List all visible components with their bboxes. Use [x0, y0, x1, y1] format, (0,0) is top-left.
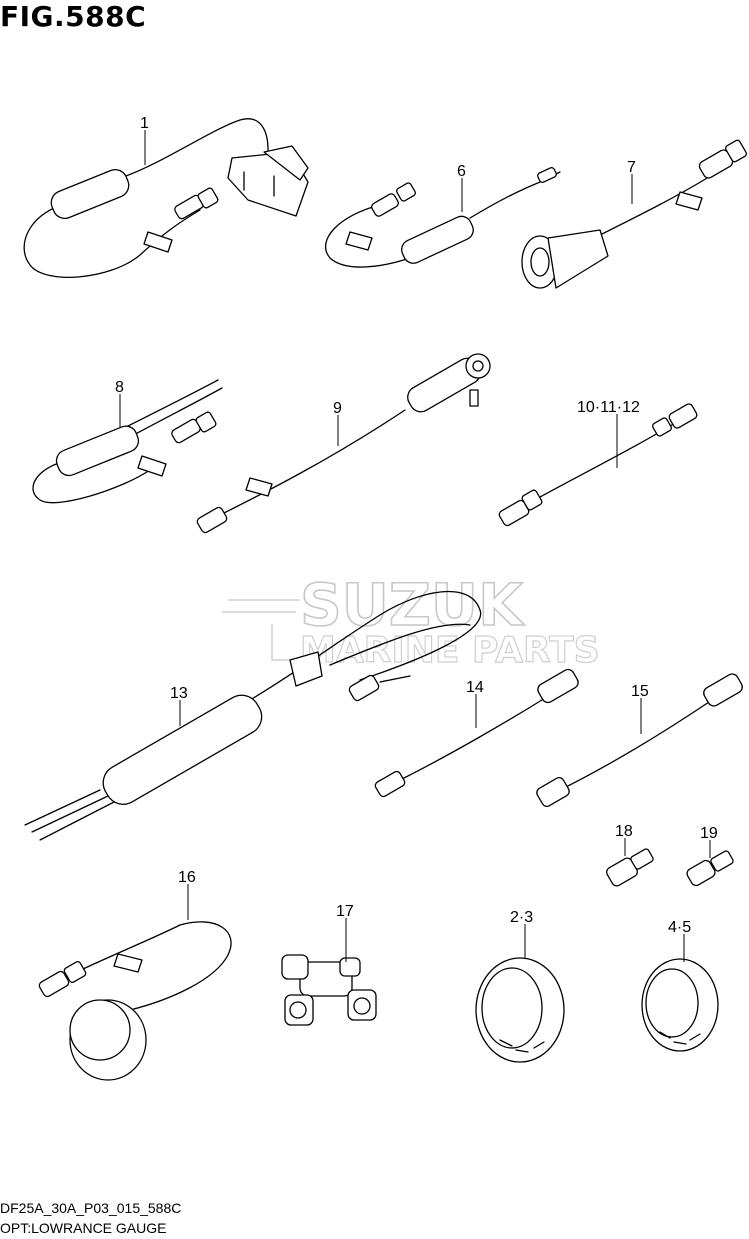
callout-labels: 1 6 7 8 9 10·11·12 13 14 15 18 19 16 17 …	[115, 115, 718, 936]
callout-6: 6	[457, 163, 466, 180]
part-2-3-ring	[475, 957, 565, 1063]
callout-17: 17	[336, 903, 354, 920]
part-14-cable	[374, 668, 579, 798]
part-19-connector	[686, 850, 734, 887]
part-16-sensor	[38, 921, 232, 1081]
part-8-cable	[32, 379, 223, 504]
watermark: SUZUK MARINE PARTS	[222, 570, 600, 672]
callout-10-11-12: 10·11·12	[577, 399, 640, 416]
callout-16: 16	[178, 869, 196, 886]
part-13-harness	[24, 590, 482, 841]
figure-caption: OPT:LOWRANCE GAUGE	[0, 1220, 167, 1236]
leader-lines	[119, 130, 711, 962]
figure-title: FIG.588C	[0, 0, 147, 33]
callout-9: 9	[333, 400, 342, 417]
watermark-line1: SUZUK	[300, 571, 525, 639]
part-10-11-12-cable	[498, 403, 698, 527]
part-6-cable	[324, 167, 561, 268]
watermark-line2: MARINE PARTS	[300, 630, 600, 671]
part-18-connector	[606, 848, 654, 887]
callout-7: 7	[627, 159, 636, 176]
part-15-cable	[536, 673, 743, 807]
part-4-5-ring	[641, 958, 719, 1052]
callout-2-3: 2·3	[510, 909, 533, 926]
callout-15: 15	[631, 683, 649, 700]
part-17-t-connector	[281, 954, 377, 1026]
callout-4-5: 4·5	[668, 919, 691, 936]
callout-19: 19	[700, 825, 718, 842]
part-7-sensor	[521, 139, 747, 289]
figure-code: DF25A_30A_P03_015_588C	[0, 1200, 182, 1216]
callout-18: 18	[615, 823, 633, 840]
part-1-transducer	[23, 118, 309, 278]
callout-8: 8	[115, 379, 124, 396]
callout-14: 14	[466, 679, 484, 696]
callout-1: 1	[140, 115, 149, 132]
callout-13: 13	[170, 685, 188, 702]
part-9-cable	[196, 353, 491, 534]
